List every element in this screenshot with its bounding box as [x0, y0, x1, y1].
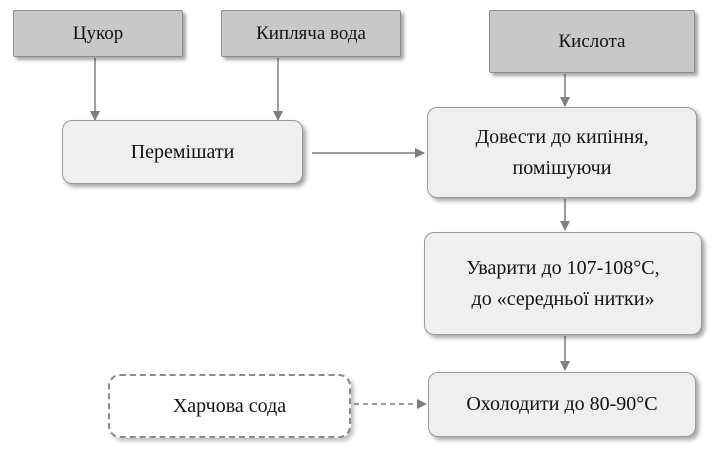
input-baking-soda: Харчова сода	[108, 374, 351, 438]
input-boiling-water-label: Кипляча вода	[256, 22, 366, 44]
step-cook-line-2: до «середньої нитки»	[471, 287, 655, 310]
step-cool: Охолодити до 80-90°С	[428, 372, 696, 437]
step-cook-text: Уварити до 107-108°С, до «середньої нитк…	[466, 253, 659, 315]
input-acid-label: Кислота	[558, 30, 626, 52]
step-cook: Уварити до 107-108°С, до «середньої нитк…	[424, 232, 702, 335]
step-mix-label: Перемішати	[130, 140, 235, 163]
step-boil-text: Довести до кипіння, помішуючи	[475, 122, 648, 184]
input-sugar: Цукор	[13, 10, 183, 57]
input-sugar-label: Цукор	[72, 22, 124, 44]
input-baking-soda-label: Харчова сода	[172, 394, 287, 417]
step-boil: Довести до кипіння, помішуючи	[427, 107, 697, 198]
step-cool-label: Охолодити до 80-90°С	[466, 393, 658, 415]
step-mix: Перемішати	[62, 120, 303, 184]
input-acid: Кислота	[489, 10, 695, 73]
step-boil-line-2: помішуючи	[512, 156, 612, 179]
step-cook-line-1: Уварити до 107-108°С,	[466, 256, 660, 279]
step-boil-line-1: Довести до кипіння,	[475, 125, 649, 148]
input-boiling-water: Кипляча вода	[221, 10, 401, 57]
